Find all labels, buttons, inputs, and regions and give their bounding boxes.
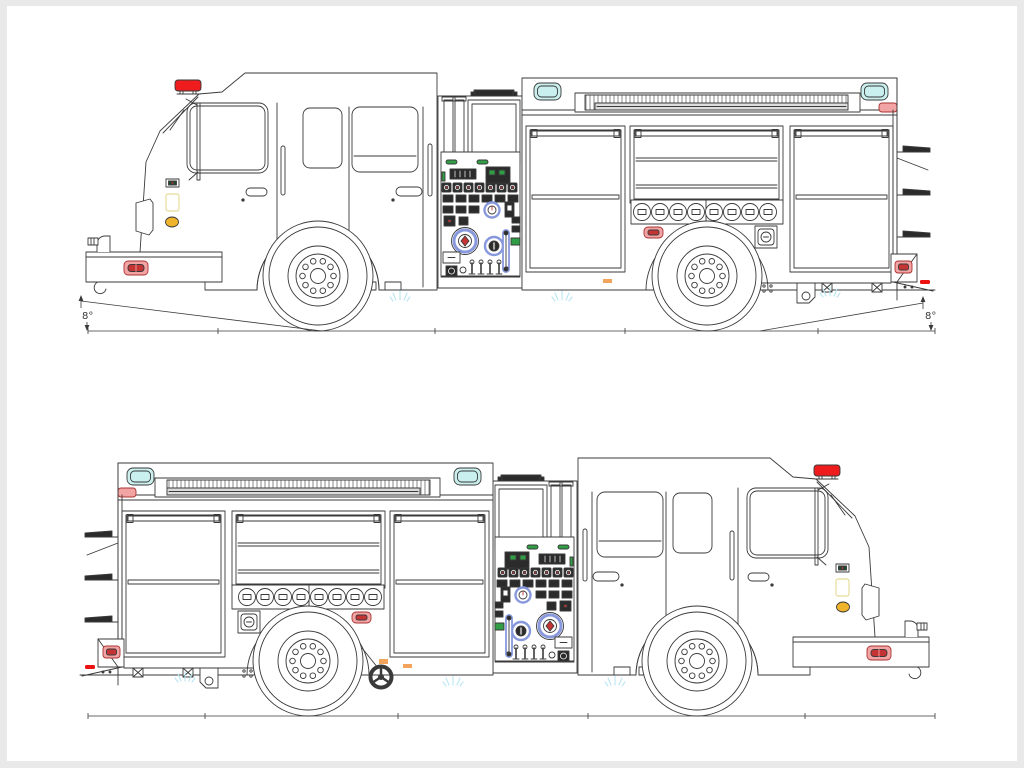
- departure-angle-label: 8°: [925, 311, 936, 322]
- truck-driver-side: [86, 73, 935, 331]
- truck-passenger-side: [80, 458, 929, 716]
- approach-angle-label: 8°: [82, 311, 93, 322]
- departure-angle-annotation: 8°: [759, 296, 936, 332]
- wheel-chock: [361, 647, 394, 690]
- approach-angle-annotation: 8°: [78, 295, 323, 332]
- ground-line-bottom: [87, 713, 936, 719]
- view-driver-side: 8° 8°: [78, 73, 937, 334]
- view-passenger-side: [80, 458, 936, 719]
- ground-line-top: [87, 328, 936, 334]
